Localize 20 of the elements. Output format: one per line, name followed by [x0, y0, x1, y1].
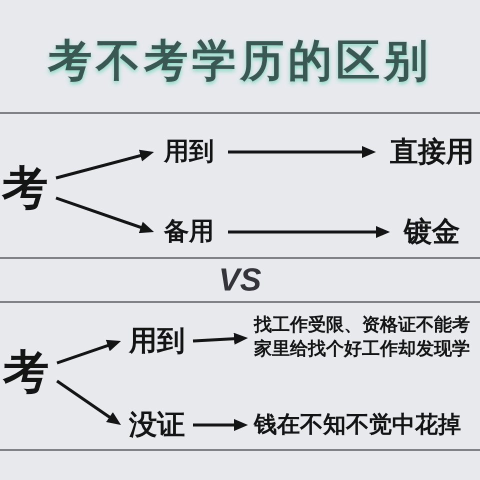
node-text: 用到 [164, 138, 214, 166]
arrow [56, 380, 121, 425]
title: 考不考学历的区别 [48, 36, 432, 88]
node-text: 没证 [129, 408, 185, 442]
arrow [56, 196, 154, 234]
node-text: 用到 [129, 324, 185, 358]
arrow [193, 419, 248, 431]
heading-text: 考 [3, 346, 49, 398]
arrow [56, 340, 121, 364]
arrow [228, 146, 376, 158]
arrow [228, 226, 390, 238]
arrow [192, 332, 248, 345]
vs-label: VS [218, 262, 262, 298]
node-text: 找工作受限、资格证不能考家里给找个好工作却发现学 [254, 314, 474, 362]
heading-text: 考 [2, 162, 48, 214]
node-text: 直接用 [390, 136, 474, 168]
node-text: 备用 [164, 218, 214, 246]
node-text: 镀金 [404, 216, 460, 248]
arrow [56, 150, 154, 180]
node-text: 钱在不知不觉中花掉 [254, 412, 461, 438]
